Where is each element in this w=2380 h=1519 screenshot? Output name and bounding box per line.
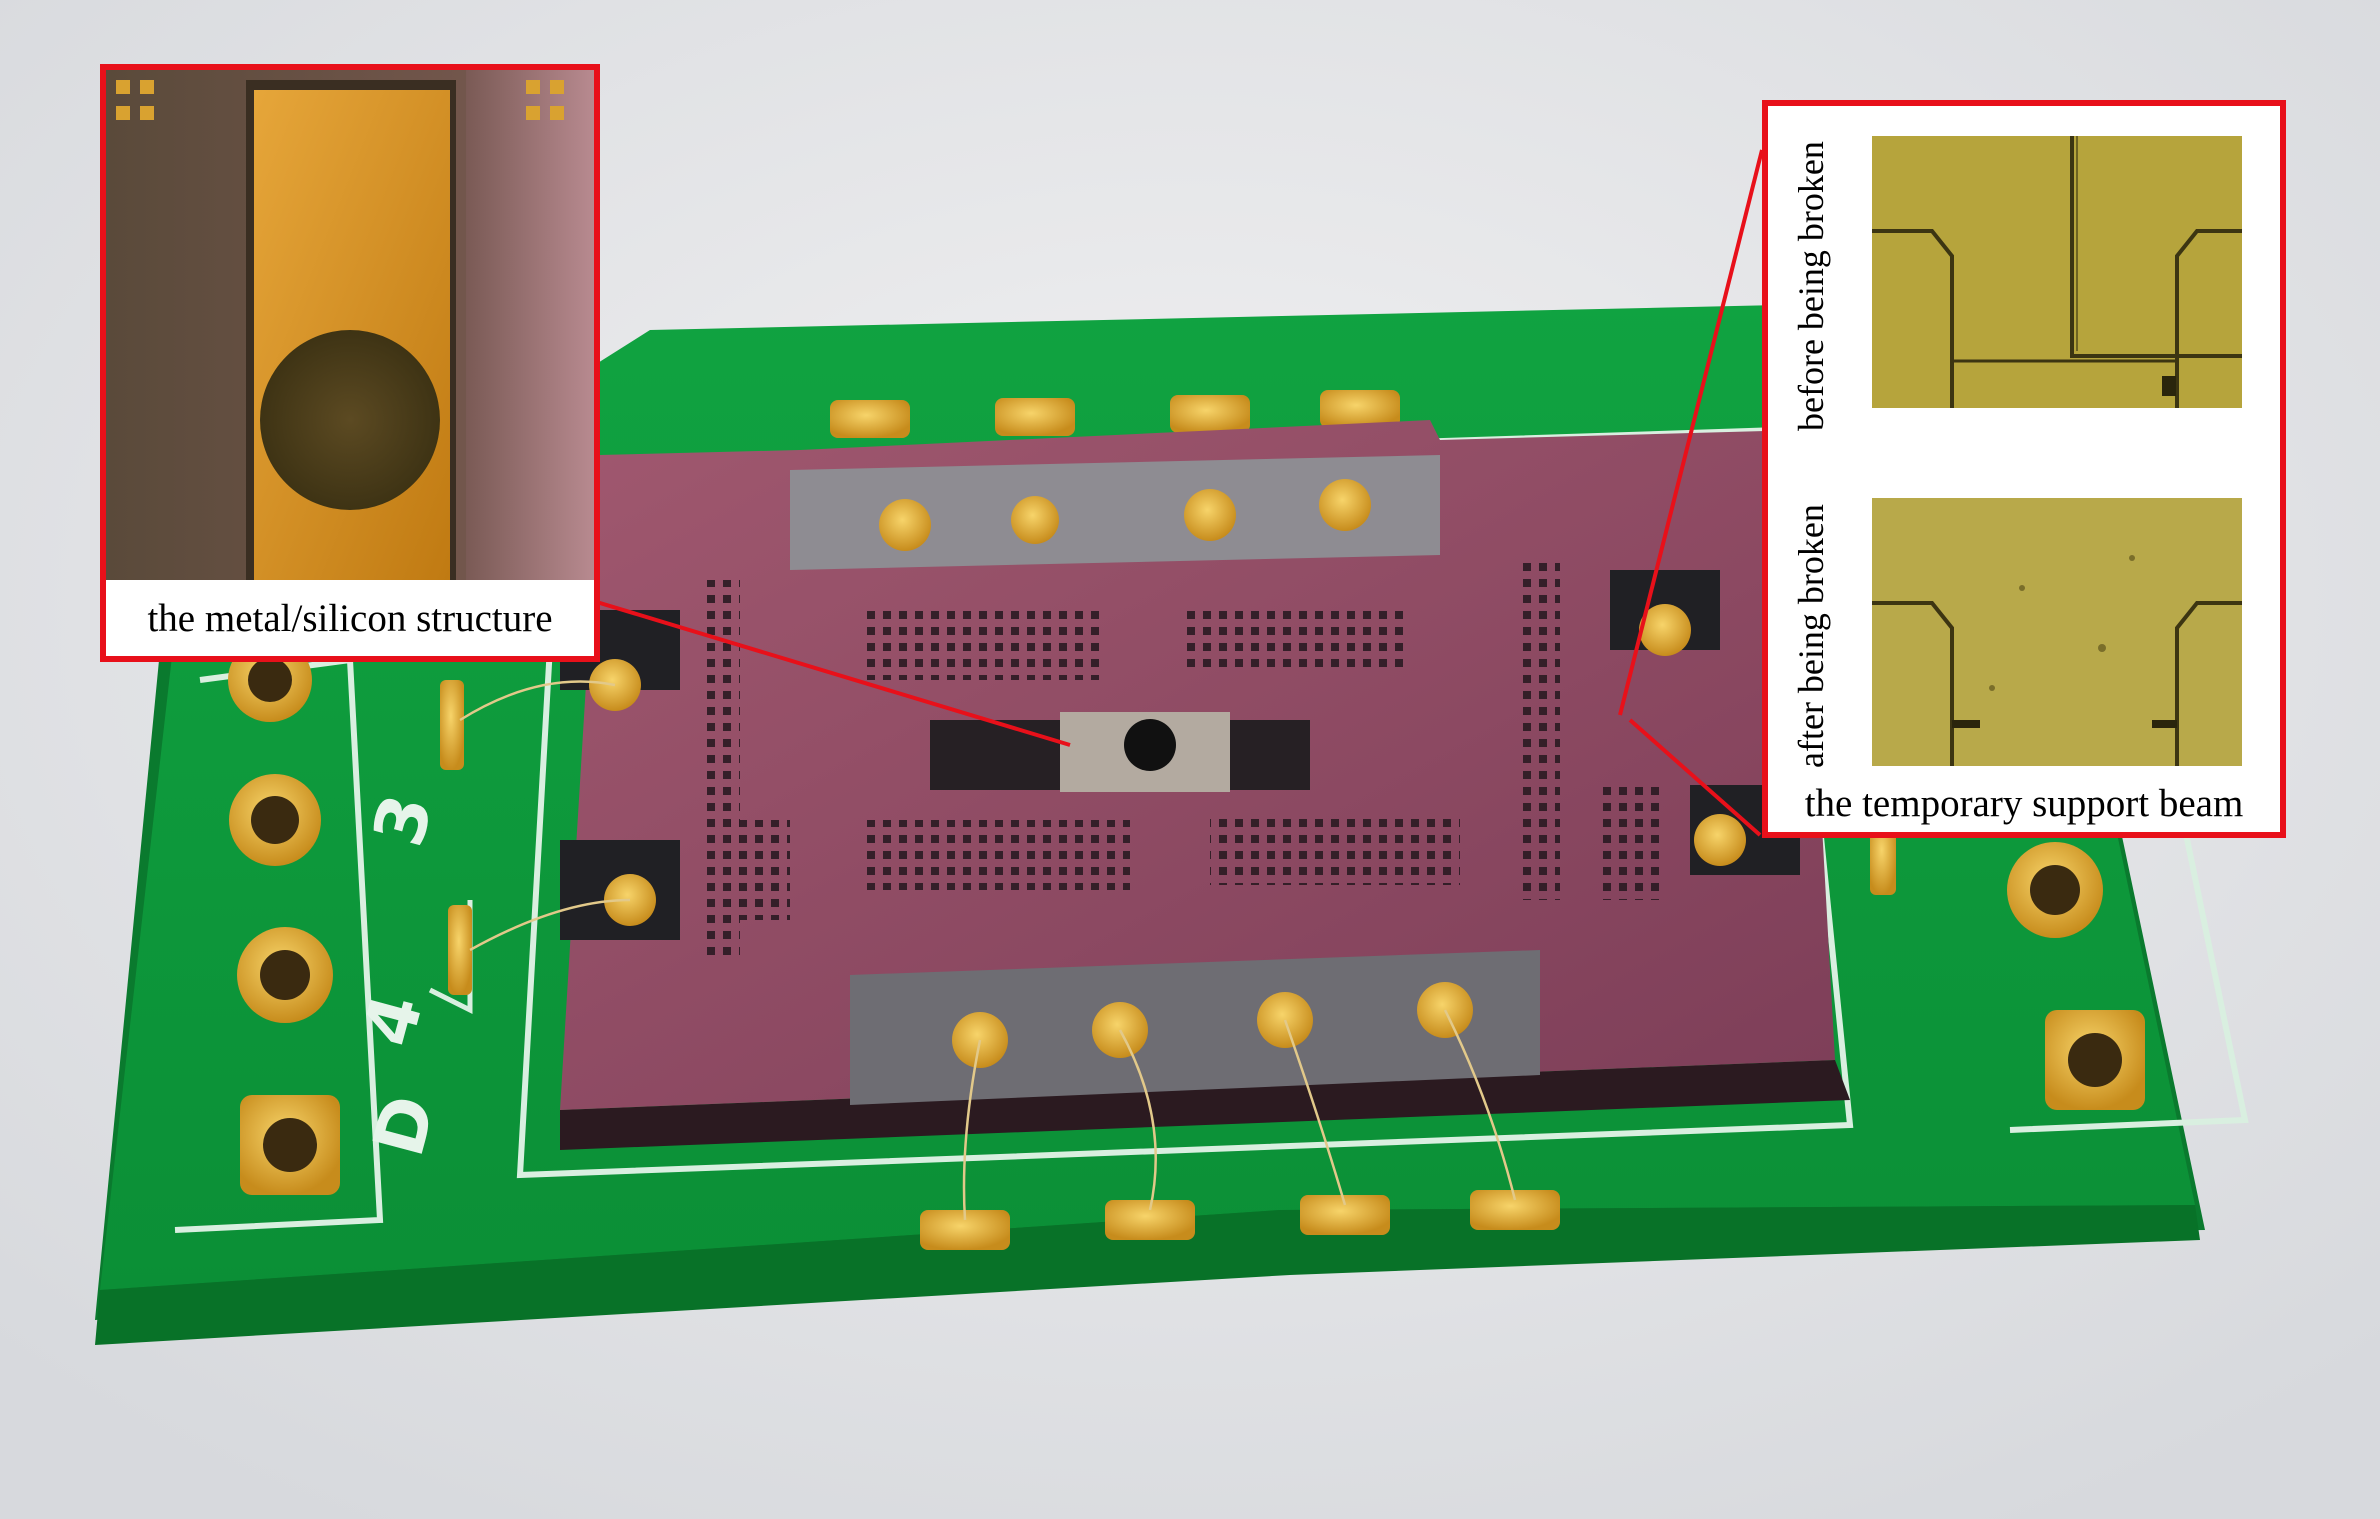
label-before-being-broken: before being broken	[1791, 141, 1831, 431]
callout-lines	[589, 149, 1764, 837]
inset-metal-silicon-structure: the metal/silicon structure	[100, 64, 600, 662]
left-header-pads	[228, 638, 340, 1195]
silicon-die	[459, 420, 1850, 1221]
inset-temporary-support-beam: before being broken after being broken t…	[1762, 100, 2286, 838]
inset-left-caption: the metal/silicon structure	[147, 597, 553, 640]
micrograph-before-broken	[1872, 136, 2242, 408]
right-header-pads	[2007, 842, 2145, 1110]
inset-right-caption: the temporary support beam	[1804, 782, 2244, 825]
micrograph-after-broken	[1872, 498, 2242, 766]
label-after-being-broken: after being broken	[1791, 504, 1831, 768]
pcb-bond-pads	[440, 390, 1896, 1250]
micrograph-metal-silicon	[106, 70, 594, 580]
